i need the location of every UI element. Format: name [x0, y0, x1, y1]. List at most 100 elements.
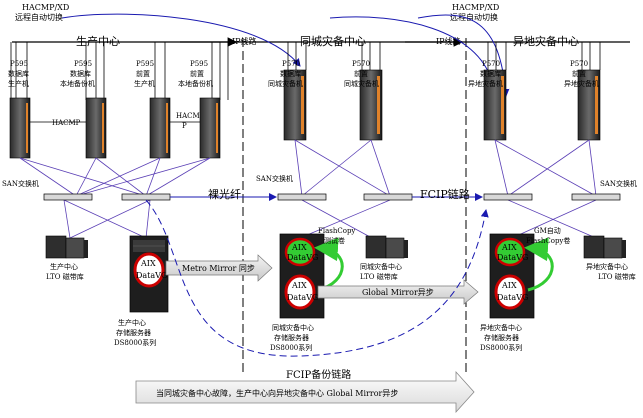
server-label-model: P570 [482, 60, 500, 68]
server-label-model: P595 [190, 60, 208, 68]
flashcopy-arrow-remote [524, 237, 554, 292]
server-labels: P595 数据库 生产机 P595 数据库 本地备份机 P595 前置 生产机 … [8, 60, 599, 88]
tape-label-1: 生产中心 [50, 262, 78, 271]
hacmp-label-db: HACMP [52, 119, 81, 127]
hacmp-switch-curve-mid [329, 16, 495, 83]
server-label-role: 前置 [190, 69, 204, 78]
ip-link-label-right: IP线路 [436, 36, 461, 46]
storage-label-2: 存储服务器 [116, 328, 151, 337]
tape-label-1: 异地灾备中心 [586, 262, 628, 271]
bottom-banner-text: 当同城灾备中心故障，生产中心向异地灾备中心 Global Mirror异步 [156, 388, 398, 398]
volume-datavg-label: DataVG [287, 293, 318, 302]
san-label-remote: SAN交换机 [600, 179, 637, 188]
storage-label-1: 生产中心 [118, 318, 146, 327]
tape-library-same-city [365, 235, 408, 259]
server-label-role: 数据库 [70, 69, 91, 78]
server-label-role: 前置 [136, 69, 150, 78]
fcip-label: FCIP链路 [420, 187, 470, 201]
server-label-role: 数据库 [8, 69, 29, 78]
ip-link-label-left: IP线路 [232, 36, 257, 46]
server-p570-fe-remote [577, 69, 601, 141]
hacmp-switch-curve-left [61, 13, 301, 67]
server-label-model: P570 [352, 60, 370, 68]
volume-aix-label: AIX [291, 281, 307, 290]
tape-library-remote [583, 235, 626, 259]
san-fabric-same-city [294, 139, 391, 239]
server-label-role: 数据库 [480, 69, 501, 78]
flashcopy-label-remote-2: FlashCopy卷 [526, 236, 570, 245]
volume-datavg-label: DataVG [136, 271, 167, 280]
server-p595-fe-prod [149, 97, 171, 159]
server-label-sub: 异地灾备机 [564, 79, 599, 88]
san-fabric-production [19, 157, 211, 239]
server-label-model: P595 [10, 60, 28, 68]
fcip-backup-label: FCIP备份链路 [286, 368, 351, 381]
server-label-sub: 本地备份机 [60, 79, 95, 88]
server-drop-lines [10, 42, 601, 100]
hacmp-xd-sublabel-right: 远程自动切换 [450, 12, 498, 22]
bottom-banner-arrow [135, 370, 475, 414]
hacmp-label-fe-2: P [182, 122, 187, 130]
volume-remote-flashcopy [494, 237, 526, 267]
tape-label-1: 同城灾备中心 [360, 262, 402, 271]
server-label-sub: 本地备份机 [178, 79, 213, 88]
storage-label-2: 存储服务器 [274, 333, 309, 342]
tape-label-2: LTO 磁带库 [46, 272, 84, 281]
server-label-sub: 生产机 [134, 79, 155, 88]
server-label-role: 数据库 [280, 69, 301, 78]
server-label-sub: 生产机 [8, 79, 29, 88]
server-p595-fe-backup [199, 97, 221, 159]
storage-label-3: DS8000系列 [480, 343, 522, 352]
server-label-role: 前置 [354, 69, 368, 78]
metro-mirror-label: Metro Mirror 同步 [182, 264, 255, 273]
server-label-sub: 同城灾备机 [268, 79, 303, 88]
server-p570-fe-same-city [359, 69, 383, 141]
metro-mirror-arrow [165, 254, 273, 282]
global-mirror-label: Global Mirror异步 [362, 288, 434, 297]
storage-label-3: DS8000系列 [114, 338, 156, 347]
global-mirror-arrow [317, 279, 479, 305]
server-label-sub: 异地灾备机 [468, 79, 503, 88]
site-title-remote: 异地灾备中心 [513, 34, 579, 48]
flashcopy-label-same-1: FlashCopy [318, 227, 355, 235]
server-label-model: P570 [282, 60, 300, 68]
server-label-sub: 同城灾备机 [344, 79, 379, 88]
hacmp-xd-sublabel-left: 远程自动切换 [15, 12, 63, 22]
storage-label-3: DS8000系列 [270, 343, 312, 352]
volume-aix-label: AIX [501, 243, 517, 252]
flashcopy-label-remote-1: GM自动 [534, 226, 561, 235]
site-title-production: 生产中心 [76, 34, 120, 48]
server-label-model: P595 [74, 60, 92, 68]
server-label-model: P595 [136, 60, 154, 68]
san-label-production: SAN交换机 [2, 179, 39, 188]
tape-label-2: LTO 磁带库 [598, 272, 636, 281]
volume-aix-label: AIX [140, 259, 156, 268]
volume-same-city-flashcopy [284, 237, 316, 267]
fcip-backup-dashed-loop [145, 199, 489, 357]
volume-datavg-label: DataVG [287, 253, 318, 262]
storage-label-1: 异地灾备中心 [480, 323, 522, 332]
tape-library-production [45, 235, 88, 259]
san-fabric-remote [494, 139, 597, 239]
server-p595-db-backup [85, 97, 107, 159]
hacmp-xd-label-right: HACMP/XD [452, 3, 499, 12]
site-title-same-city: 同城灾备中心 [300, 34, 366, 48]
tape-label-2: LTO 磁带库 [360, 272, 398, 281]
san-label-same-city: SAN交换机 [256, 174, 293, 183]
server-label-role: 前置 [572, 69, 586, 78]
volume-datavg-label: DataVG [497, 293, 528, 302]
server-p595-db-prod [9, 97, 31, 159]
server-label-model: P570 [570, 60, 588, 68]
volume-aix-label: AIX [291, 243, 307, 252]
volume-aix-label: AIX [501, 281, 517, 290]
storage-label-1: 同城灾备中心 [272, 323, 314, 332]
volume-same-city-primary [284, 274, 316, 310]
bare-fiber-label: 裸光纤 [208, 187, 241, 201]
storage-label-2: 存储服务器 [484, 333, 519, 342]
hacmp-xd-label-left: HACMP/XD [22, 3, 69, 12]
volume-remote-primary [494, 274, 526, 310]
volume-datavg-label: DataVG [497, 253, 528, 262]
san-switch [43, 193, 621, 201]
volume-prod [133, 252, 165, 288]
